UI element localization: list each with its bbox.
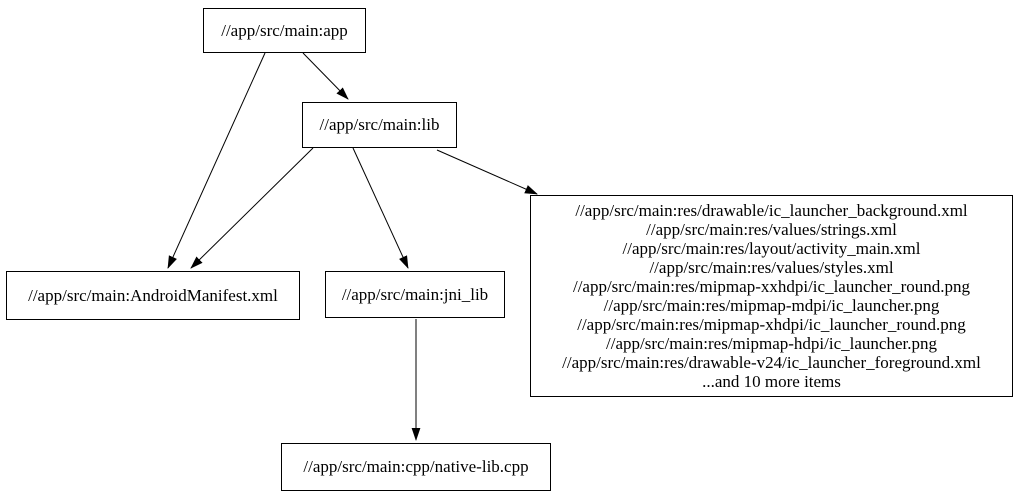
res-group-line: //app/src/main:res/mipmap-xxhdpi/ic_laun… [572, 277, 971, 296]
res-group-more-items: ...and 10 more items [702, 372, 841, 391]
node-app-label: //app/src/main:app [221, 20, 348, 40]
node-res-group: //app/src/main:res/drawable/ic_launcher_… [530, 195, 1013, 397]
node-android-manifest: //app/src/main:AndroidManifest.xml [6, 271, 300, 320]
edge-lib-to-android-manifest [190, 147, 314, 269]
res-group-line: //app/src/main:res/drawable/ic_launcher_… [575, 201, 968, 220]
edge-app-to-lib [302, 52, 349, 100]
edge-app-to-android-manifest [167, 52, 266, 269]
node-app: //app/src/main:app [203, 8, 366, 53]
node-jni-lib-label: //app/src/main:jni_lib [341, 284, 489, 304]
res-group-line: //app/src/main:res/values/strings.xml [646, 220, 897, 239]
res-group-line: //app/src/main:res/drawable-v24/ic_launc… [562, 353, 981, 372]
node-android-manifest-label: //app/src/main:AndroidManifest.xml [28, 285, 278, 305]
node-jni-lib: //app/src/main:jni_lib [325, 271, 505, 318]
node-native-lib-cpp-label: //app/src/main:cpp/native-lib.cpp [303, 457, 529, 476]
edge-lib-to-res-group [436, 149, 538, 195]
node-lib: //app/src/main:lib [302, 102, 457, 148]
res-group-line: //app/src/main:res/values/styles.xml [649, 258, 894, 277]
res-group-line: //app/src/main:res/mipmap-mdpi/ic_launch… [603, 296, 940, 315]
node-lib-label: //app/src/main:lib [319, 115, 440, 134]
edge-lib-to-jni-lib [352, 147, 409, 269]
res-group-line: //app/src/main:res/mipmap-hdpi/ic_launch… [606, 334, 937, 353]
node-native-lib-cpp: //app/src/main:cpp/native-lib.cpp [281, 443, 551, 491]
res-group-line: //app/src/main:res/mipmap-xhdpi/ic_launc… [577, 315, 966, 334]
res-group-line: //app/src/main:res/layout/activity_main.… [622, 239, 921, 258]
